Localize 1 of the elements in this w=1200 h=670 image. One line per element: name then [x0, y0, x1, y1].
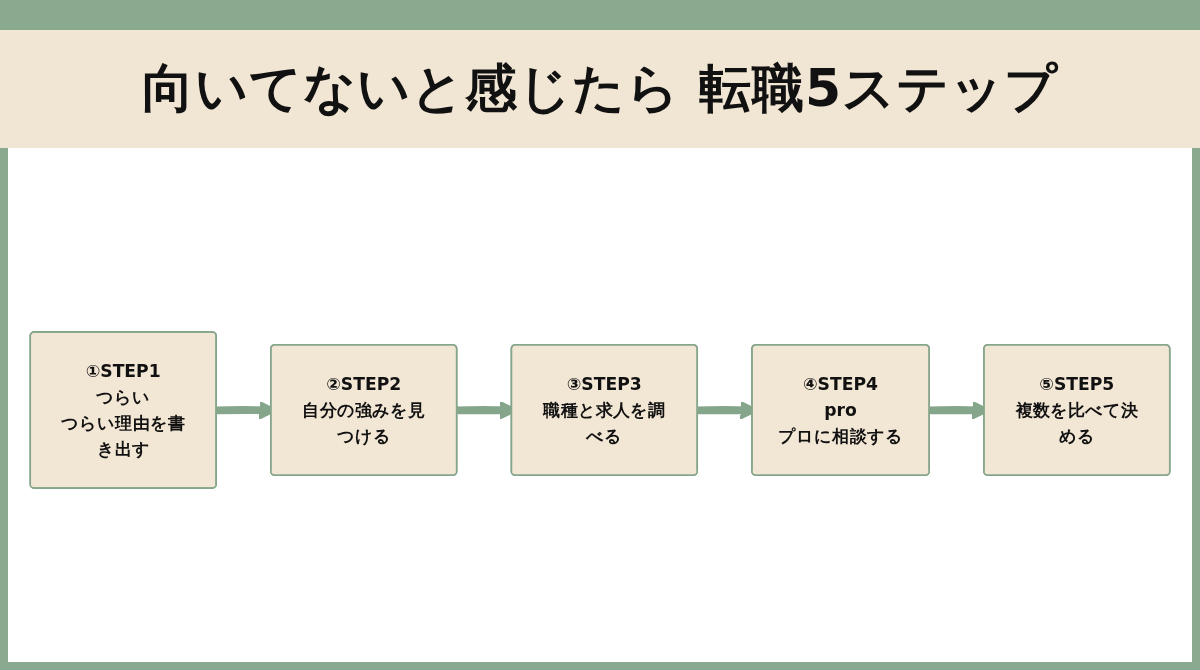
title: 向いてないと感じたら 転職5ステップ: [0, 30, 1200, 148]
